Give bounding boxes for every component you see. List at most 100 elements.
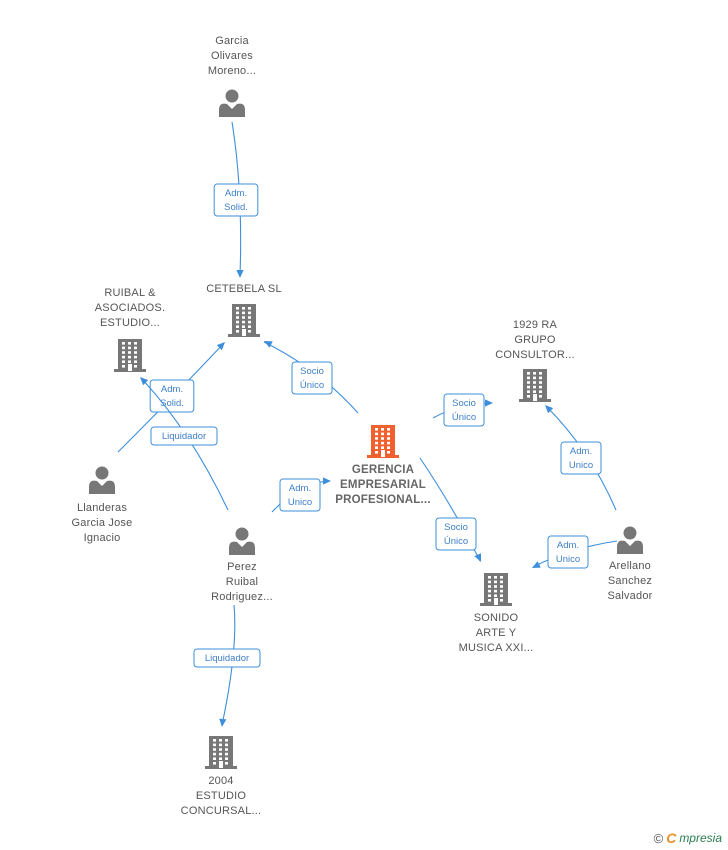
node-label-line: ESTUDIO... [100,317,160,329]
arrowhead-icon [216,342,225,351]
person-icon [219,89,245,117]
node-garcia[interactable]: GarciaOlivaresMoreno... [208,35,256,117]
building-icon [480,573,512,606]
building-icon [519,369,551,402]
edge-label-text: Liquidador [162,431,206,442]
edge-label-text: Unico [288,497,312,508]
building-icon [205,736,237,769]
node-label[interactable]: RUIBAL &ASOCIADOS.ESTUDIO... [95,287,165,329]
node-label[interactable]: CETEBELA SL [206,283,282,295]
node-estudio2004[interactable]: 2004ESTUDIOCONCURSAL... [181,736,262,817]
edge-label-box[interactable] [547,535,589,569]
edge-label-text: Liquidador [205,653,249,664]
edge-label-text: Unico [556,554,580,565]
edge-arellano-to-sonido: Adm. Unico [532,535,618,569]
node-label-line: Olivares [211,50,253,62]
edge-llanderas-to-cetebela: Adm. Solid. [117,342,225,453]
node-gerencia[interactable]: GERENCIA EMPRESARIAL PROFESIONAL... [335,425,431,506]
node-label-line: CETEBELA SL [206,283,282,295]
arrowhead-icon [264,341,273,348]
edge-label-box[interactable] [149,379,195,413]
node-label-line: SONIDO [474,612,519,624]
person-icon [89,466,115,494]
edge-label-text: Adm. [225,188,247,199]
node-label-line: Perez [227,561,257,573]
node-label[interactable]: GERENCIA EMPRESARIAL PROFESIONAL... [335,464,430,506]
building-icon [367,425,399,458]
node-label[interactable]: GarciaOlivaresMoreno... [208,35,256,77]
node-label-line: Ignacio [84,532,121,544]
edge-label-text: Adm. [161,384,183,395]
edge-label-box[interactable] [560,441,602,475]
node-label-line: PROFESIONAL... [335,494,430,506]
node-label-line: Salvador [607,590,652,602]
edge-label-box[interactable] [279,478,321,512]
node-label[interactable]: 1929 RA GRUPO CONSULTOR... [495,319,575,361]
node-perez[interactable]: PerezRuibalRodriguez... [211,527,273,604]
edge-perez-to-estudio2004: Liquidador [193,604,261,727]
edge-perez-to-gerencia: Adm. Unico [271,477,331,513]
node-label-line: EMPRESARIAL [340,479,426,491]
node-label-line: Rodriguez... [211,591,273,603]
node-label-line: Garcia Jose [72,517,133,529]
arrowhead-icon [532,561,541,568]
edge-label-box[interactable] [443,393,485,427]
edge-label-text: Solid. [160,398,184,409]
building-icon [228,304,260,337]
edge-label-box[interactable] [150,426,218,446]
node-label-line: 1929 RA [513,319,558,331]
node-label-line: ESTUDIO [196,790,247,802]
edge-label-box[interactable] [193,648,261,668]
arrowhead-icon [236,270,244,278]
arrowhead-icon [219,718,227,727]
building-icon [114,339,146,372]
node-label-line: Sanchez [608,575,652,587]
edge-arellano-to-ra1929: Adm. Unico [545,405,617,511]
edge-label-text: Socio [444,522,468,533]
person-icon [617,526,643,554]
node-label-line: Arellano [609,560,651,572]
edge-label-box[interactable] [435,517,477,551]
edge-label-text: Adm. [557,540,579,551]
edge-label-text: Adm. [570,446,592,457]
brand-name: mpresia [679,831,722,845]
edge-label-box[interactable] [213,183,259,217]
edge-perez-to-ruibal_asoc: Liquidador [140,377,229,511]
arrowhead-icon [323,477,331,485]
copyright-symbol: © [653,830,664,846]
edge-label-text: Unico [569,460,593,471]
node-label[interactable]: PerezRuibalRodriguez... [211,561,273,603]
node-cetebela[interactable]: CETEBELA SL [206,283,282,337]
node-label-line: 2004 [208,775,233,787]
arrowhead-icon [485,399,493,407]
node-label-line: CONSULTOR... [495,349,575,361]
node-label-line: Garcia [215,35,249,47]
arrowhead-icon [545,405,554,414]
person-icon [229,527,255,555]
node-label[interactable]: 2004ESTUDIOCONCURSAL... [181,775,262,817]
edge-garcia-to-cetebela: Adm. Solid. [213,121,259,278]
node-ruibal_asoc[interactable]: RUIBAL &ASOCIADOS.ESTUDIO... [95,287,165,372]
edge-label-text: Adm. [289,483,311,494]
arrowhead-icon [474,553,481,562]
edge-label-text: Solid. [224,202,248,213]
edge-label-text: Único [452,412,476,423]
node-ra1929[interactable]: 1929 RA GRUPO CONSULTOR... [495,319,575,402]
edge-label-box[interactable] [291,361,333,395]
edge-label-text: Único [300,380,324,391]
node-label-line: GRUPO [514,334,556,346]
edge-label-text: Socio [300,366,324,377]
node-label-line: GERENCIA [352,464,414,476]
node-label-line: RUIBAL & [104,287,156,299]
